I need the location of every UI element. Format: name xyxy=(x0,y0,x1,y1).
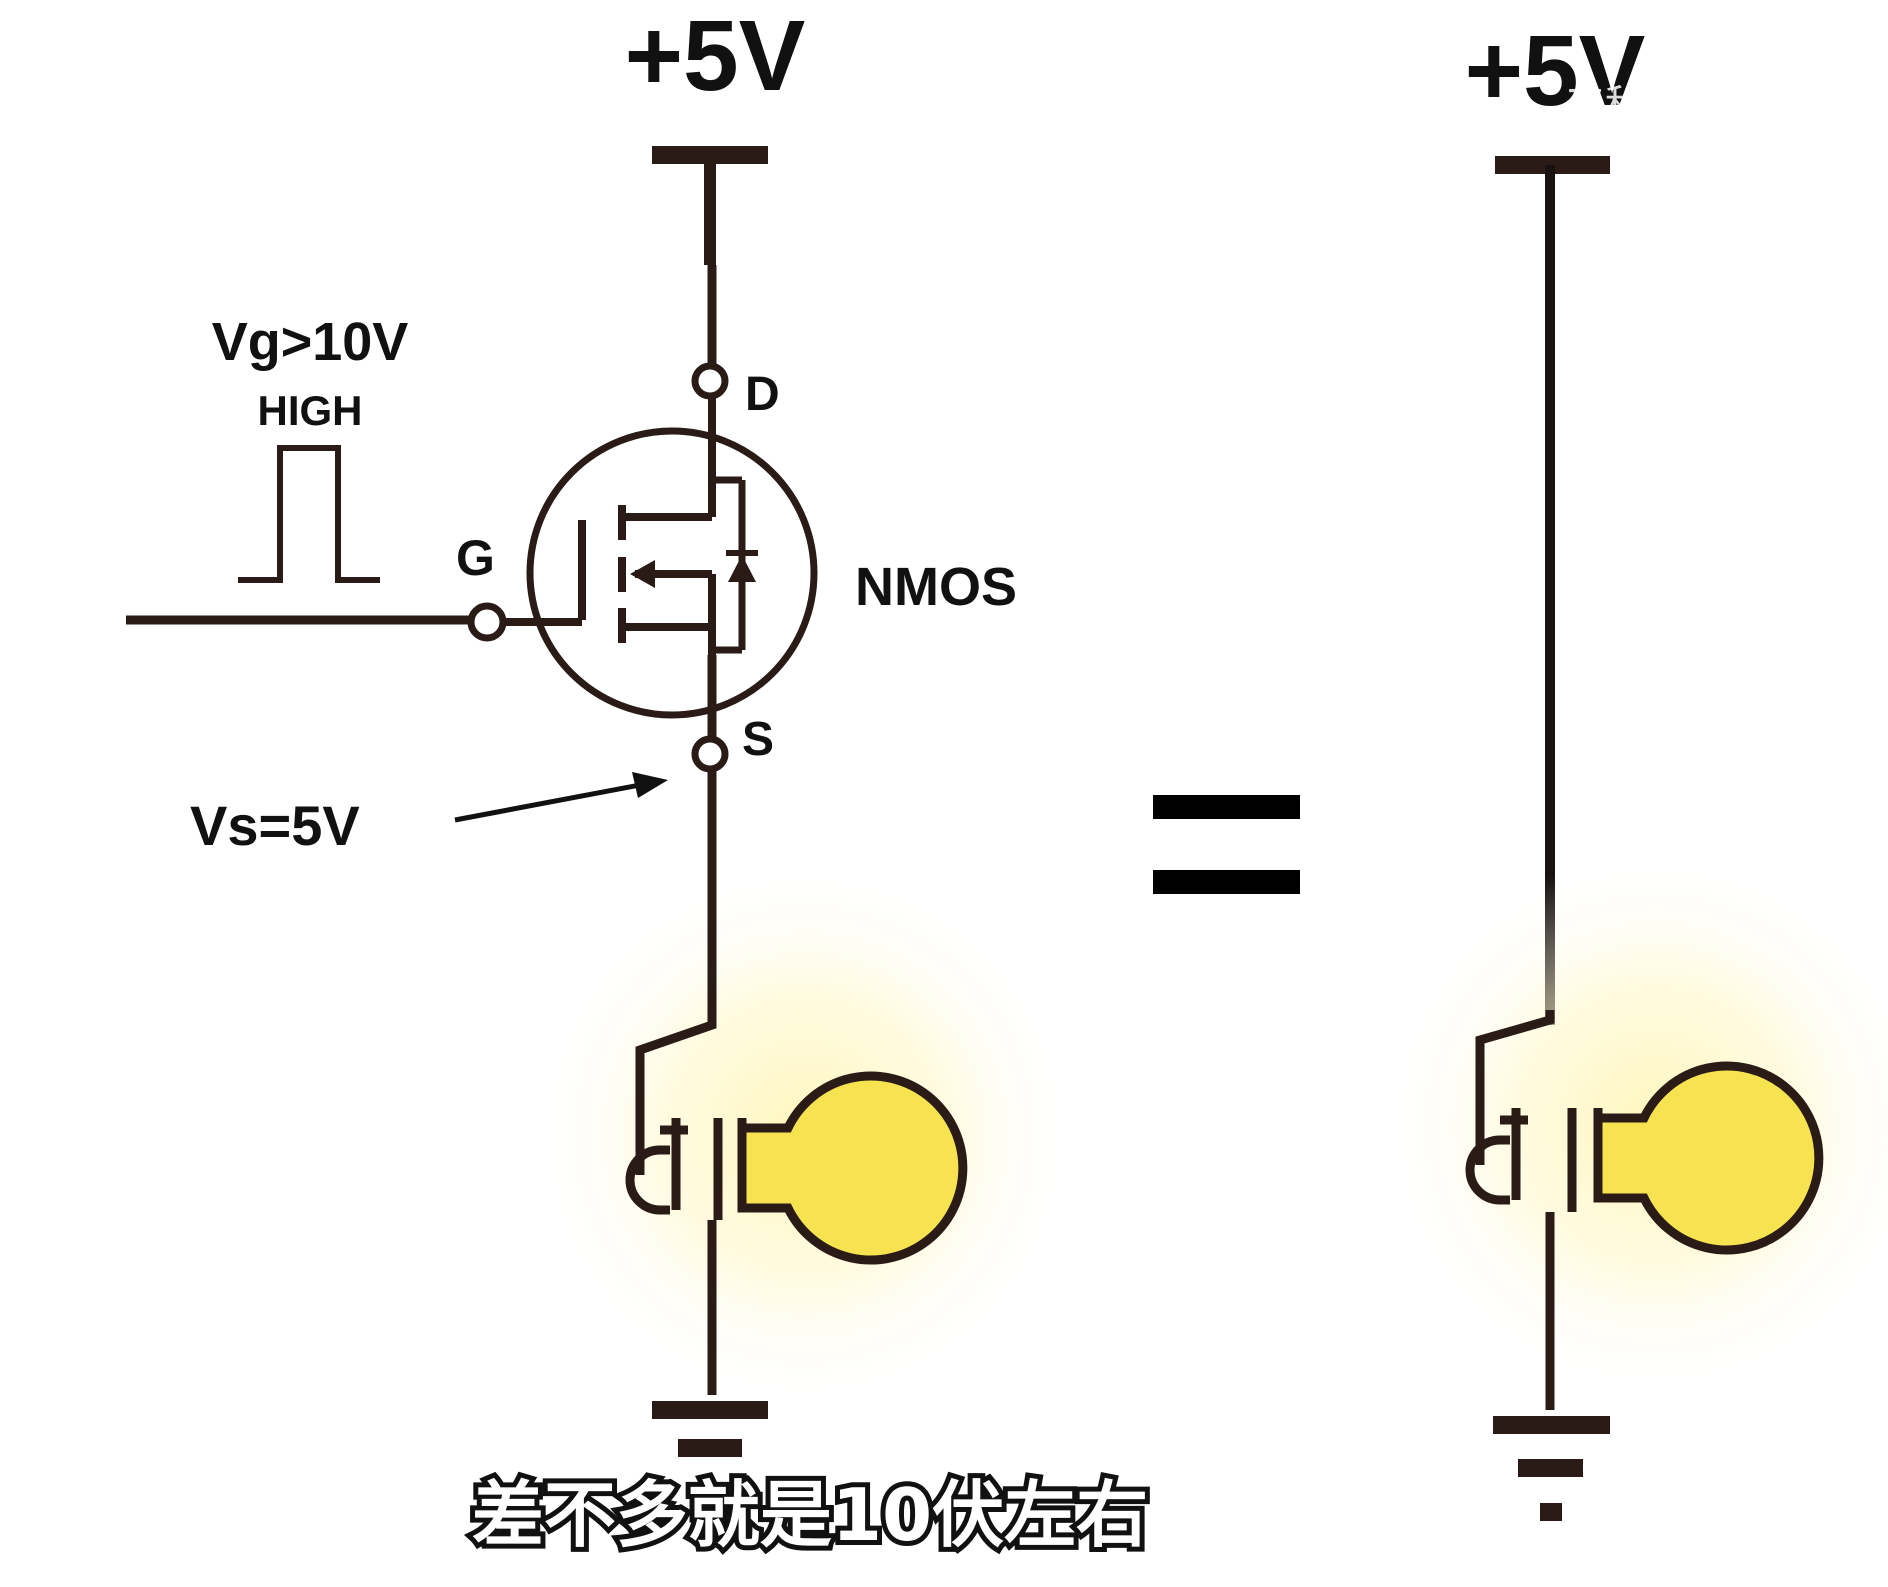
source-voltage-arrow xyxy=(454,772,668,823)
left-lamp-wire xyxy=(635,770,717,1175)
left-light-bulb xyxy=(625,1071,968,1265)
transistor-type-label: NMOS xyxy=(855,557,1017,617)
gate-pin-label: G xyxy=(456,530,495,586)
drain-terminal xyxy=(691,362,729,400)
left-circuit: +5V D xyxy=(126,0,1075,1457)
subtitle-caption: 差不多就是10伏左右 xyxy=(472,1473,1148,1557)
left-supply-label: +5V xyxy=(625,0,806,112)
source-terminal xyxy=(691,735,729,773)
watermark-text: 工科男技术师 xyxy=(1565,82,1805,128)
nmos-transistor-symbol xyxy=(526,396,818,719)
right-lamp-wire xyxy=(1475,1010,1555,1165)
gate-terminal xyxy=(467,602,507,642)
right-ground-symbol xyxy=(1493,1416,1610,1521)
right-supply-label: +5V xyxy=(1465,15,1646,127)
left-ground-symbol xyxy=(652,1401,768,1457)
left-supply-rail xyxy=(652,146,768,265)
source-voltage-label: Vs=5V xyxy=(190,794,360,857)
equals-sign xyxy=(1153,795,1300,894)
right-circuit: +5V xyxy=(1385,15,1888,1521)
drain-pin-label: D xyxy=(745,368,780,421)
gate-state-label: HIGH xyxy=(258,387,363,434)
source-pin-label: S xyxy=(742,713,774,766)
right-light-bulb xyxy=(1465,1061,1824,1255)
gate-pulse-waveform xyxy=(238,445,380,583)
gate-voltage-label: Vg>10V xyxy=(212,312,409,372)
